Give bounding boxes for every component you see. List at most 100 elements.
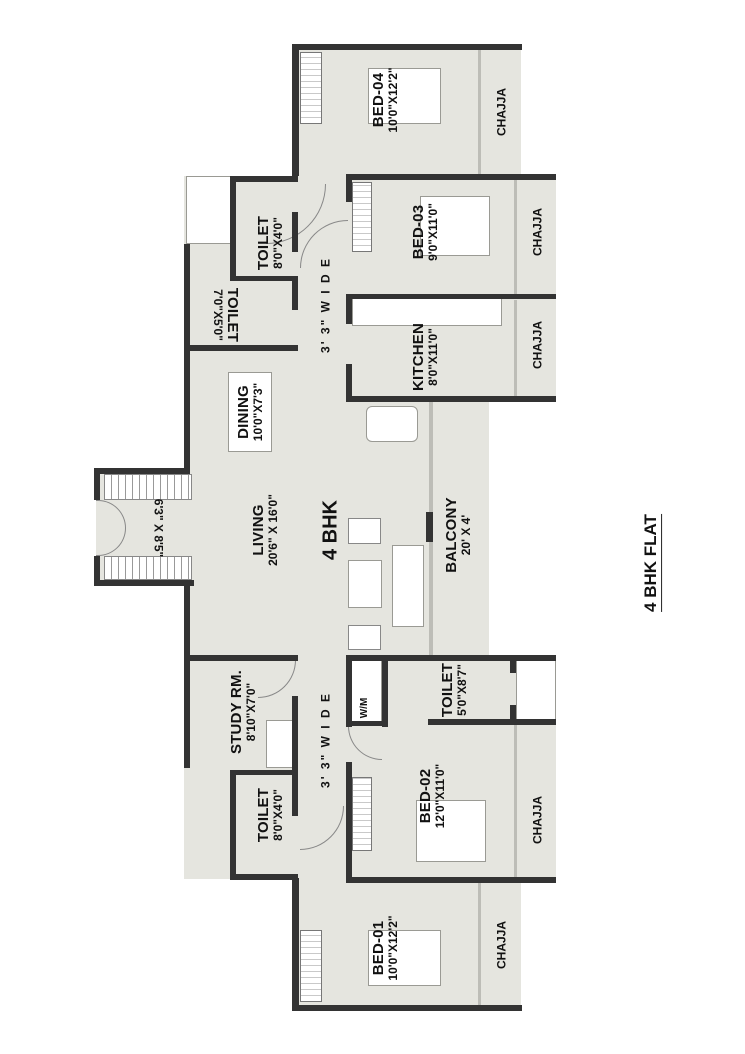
wall — [292, 212, 298, 252]
label-chajja-bed01: CHAJJA — [494, 920, 509, 970]
wall — [426, 512, 433, 542]
room-size: 10'0"X12'2" — [385, 915, 400, 981]
wall — [292, 44, 522, 50]
wall — [382, 655, 388, 727]
label-balcony: BALCONY 20' X 4' — [442, 497, 473, 573]
coffee-table — [348, 560, 382, 608]
label-chajja-kitchen: CHAJJA — [530, 320, 545, 370]
label-toilet-top: TOILET 8'0"X4'0" — [254, 215, 285, 271]
wall — [230, 176, 236, 280]
floor-balcony — [429, 400, 489, 657]
window-bed01 — [478, 883, 481, 1009]
window-bed04 — [478, 50, 481, 176]
room-size: 8'0"X11'0" — [425, 328, 440, 386]
wall — [510, 705, 516, 723]
label-toilet-bed02: TOILET 5'0"X8'7" — [438, 662, 469, 718]
wall — [94, 580, 194, 586]
label-bed01: BED-01 10'0"X12'2" — [369, 915, 400, 981]
room-size: 20'6" X 16'0" — [265, 494, 280, 566]
dining-table — [228, 372, 272, 452]
room-size: 6'3" X 8'5" — [151, 498, 166, 558]
label-bed03: BED-03 9'0"X11'0" — [409, 203, 440, 261]
wall — [510, 655, 516, 673]
chajja-bed03 — [518, 180, 556, 296]
wall — [292, 1005, 522, 1011]
label-corridor-bottom: 3' 3" W I D E — [318, 692, 333, 788]
wall — [184, 351, 190, 471]
room-size: 8'0"X4'0" — [270, 217, 285, 269]
floor-study-toilet — [184, 657, 298, 879]
chajja-bed04 — [482, 50, 520, 176]
wall — [346, 877, 556, 883]
wall — [230, 874, 298, 880]
wall — [94, 468, 100, 500]
shower-top — [186, 176, 234, 244]
floor-living — [184, 351, 429, 657]
label-center-bhk: 4 BHK — [319, 499, 342, 561]
chajja-bed02 — [518, 724, 556, 879]
window-kitchen — [514, 300, 517, 400]
room-size: 10'0"X12'2" — [385, 67, 400, 133]
label-chajja-bed02: CHAJJA — [530, 795, 545, 845]
wall — [292, 44, 299, 176]
wall — [346, 655, 352, 727]
wall — [346, 294, 556, 299]
room-name: BALCONY — [442, 497, 460, 573]
label-foyer: 6'3" X 8'5" — [151, 498, 166, 558]
window-bed03 — [514, 180, 517, 296]
room-name: DINING — [234, 385, 252, 439]
wardrobe-bed02 — [352, 777, 372, 851]
label-chajja-bed04: CHAJJA — [494, 87, 509, 137]
bed03-bed — [420, 196, 490, 256]
room-name: TOILET — [224, 287, 242, 343]
room-name: KITCHEN — [409, 322, 427, 392]
wall — [428, 719, 556, 725]
armchair-2 — [348, 625, 381, 650]
foyer-rack-top — [104, 474, 192, 500]
wall — [184, 345, 298, 351]
room-name: BED-04 — [369, 72, 387, 128]
wall — [184, 655, 298, 661]
label-dining: DINING 10'0"X7'3" — [234, 382, 265, 442]
room-name: BED-03 — [409, 204, 427, 260]
room-name: BED-02 — [416, 768, 434, 824]
armchair-1 — [348, 518, 381, 544]
room-name: TOILET — [254, 215, 272, 271]
room-name: TOILET — [254, 787, 272, 843]
wardrobe-bed03 — [352, 182, 372, 252]
bed02-bed — [416, 800, 486, 862]
wall — [230, 770, 298, 775]
wall — [292, 878, 299, 1010]
wall — [346, 762, 352, 880]
wall — [346, 721, 382, 726]
wardrobe-bed04 — [300, 52, 322, 124]
wall — [184, 580, 190, 657]
bed04-bed — [368, 68, 441, 124]
wall — [94, 468, 190, 474]
wall — [346, 174, 352, 202]
room-size: 8'0"X4'0" — [270, 789, 285, 841]
wall — [346, 174, 556, 180]
room-size: 10'0"X7'3" — [250, 382, 265, 442]
room-name: TOILET — [438, 662, 456, 718]
chajja-kitchen — [518, 300, 556, 398]
label-bed02: BED-02 12'0"X11'0" — [416, 763, 447, 829]
room-size: 12'0"X11'0" — [432, 763, 447, 829]
room-name: LIVING — [249, 504, 267, 556]
washing-machine-area — [348, 660, 382, 726]
wall — [346, 364, 352, 400]
chajja-bed01 — [482, 883, 520, 1009]
sofa-3seat — [392, 545, 424, 627]
room-size: 20' X 4' — [458, 514, 473, 556]
window-bed02 — [514, 722, 517, 879]
room-name: W/M — [358, 697, 370, 719]
foyer-rack-bottom — [104, 556, 192, 580]
wall — [230, 276, 298, 281]
room-name: BED-01 — [369, 920, 387, 976]
wall — [94, 556, 100, 584]
label-chajja-bed03: CHAJJA — [530, 207, 545, 257]
wall — [184, 655, 190, 768]
label-toilet-bottom: TOILET 8'0"X4'0" — [254, 787, 285, 843]
wall — [292, 280, 298, 310]
